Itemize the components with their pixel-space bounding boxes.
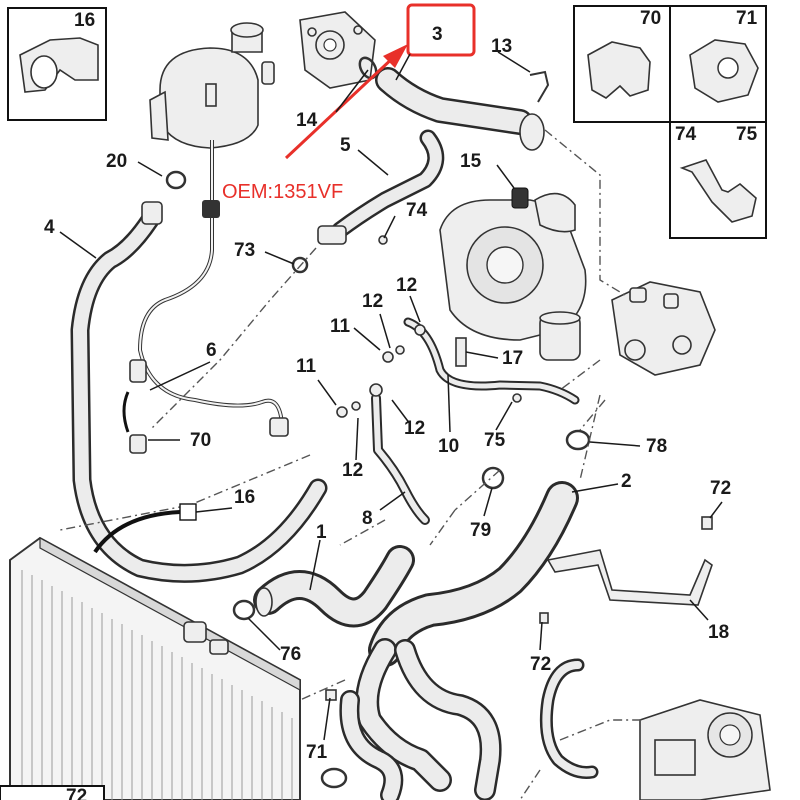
callout-73: 73 [234,240,255,261]
hose-1 [253,545,415,628]
callout-79: 79 [470,520,491,541]
hose-lower-right [539,658,599,779]
callout-4: 4 [44,217,55,238]
callout-15: 15 [460,151,482,172]
callout-71-box: 71 [736,8,758,29]
callout-5: 5 [340,135,351,156]
hose-3 [375,67,545,151]
radiator [9,536,301,800]
inset-box-70: 70 [573,5,671,123]
callout-1: 1 [316,522,327,543]
inset-box-71: 71 [669,5,767,123]
inset-box-16: 16 [7,7,107,121]
bracket-18 [546,549,713,606]
hose-16 [93,510,181,554]
inset-box-74-75: 74 75 [669,121,767,239]
callout-70-box: 70 [640,8,661,29]
callout-76: 76 [280,644,301,665]
callout-6: 6 [206,340,217,361]
hose-4 [70,201,328,583]
inset-box-72-partial: 72 [0,785,105,800]
callout-16-box: 16 [74,10,95,31]
hose-2 [368,481,579,667]
callout-74-box: 74 [675,124,697,145]
hose-6 [122,140,289,454]
callout-75-box: 75 [736,124,758,145]
hose-bundle-lower [339,638,502,800]
callout-71: 71 [306,742,328,763]
pipe-8 [371,393,430,525]
clamps [165,170,591,789]
callout-12-a: 12 [362,291,383,312]
oem-label: OEM:1351VF [222,181,343,203]
callout-2: 2 [621,471,632,492]
callout-78: 78 [646,436,667,457]
callout-8: 8 [362,508,373,529]
hose-5 [317,129,445,245]
callout-16: 16 [234,487,255,508]
callout-12-c: 12 [404,418,425,439]
callout-74: 74 [406,200,428,221]
pipe-10 [403,317,580,405]
callout-17: 17 [502,348,523,369]
turbocharger [439,187,587,361]
callout-72-a: 72 [710,478,731,499]
callout-72-b: 72 [530,654,551,675]
connection-lines [59,129,645,800]
callout-numbers: 13 14 5 20 4 15 74 73 12 12 11 17 6 11 1… [44,36,731,763]
callout-14: 14 [296,110,318,131]
callout-12-d: 12 [342,460,363,481]
oil-cooler [639,699,771,800]
callout-13: 13 [491,36,512,57]
expansion-tank [149,22,275,149]
callout-12-b: 12 [396,275,417,296]
callout-11-a: 11 [330,316,351,337]
callout-20: 20 [106,151,127,172]
leader-lines [59,51,723,741]
callout-70: 70 [190,430,211,451]
thermostat-housing [611,281,716,376]
callout-3: 3 [432,24,443,45]
callout-11-b: 11 [296,356,317,377]
callout-18: 18 [708,622,729,643]
water-outlet-housing [299,11,378,89]
callout-75: 75 [484,430,506,451]
fittings [325,70,713,701]
callout-72-box: 72 [66,786,87,800]
callout-10: 10 [438,436,459,457]
